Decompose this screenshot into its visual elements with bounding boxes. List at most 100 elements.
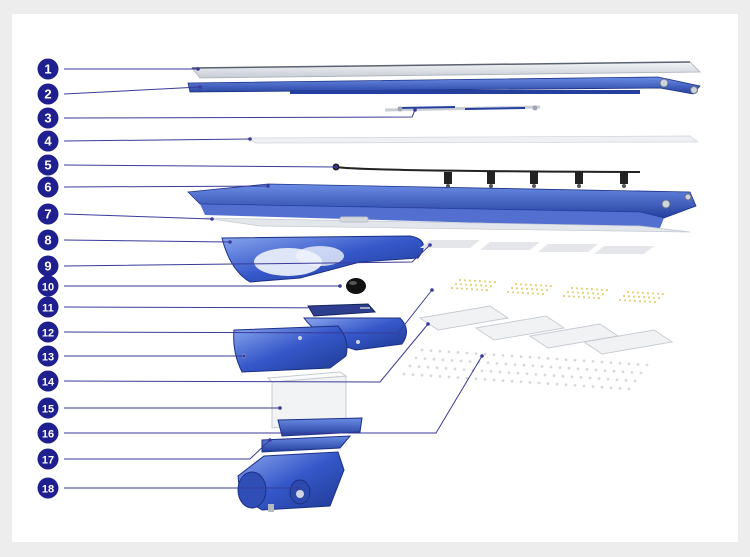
led-dot	[460, 287, 464, 290]
leader-end-dot-10	[338, 284, 342, 288]
leader-end-dot-15	[278, 406, 282, 410]
led-dot	[475, 288, 479, 291]
led-dot	[545, 289, 549, 292]
lens-dot	[456, 376, 460, 379]
led-dot	[489, 285, 493, 288]
led-dot	[622, 294, 626, 298]
part-cable-grommet	[346, 278, 366, 294]
led-dot	[459, 283, 463, 286]
led-dot	[514, 282, 518, 286]
led-dot	[541, 293, 545, 296]
leader-line-3	[63, 109, 416, 119]
led-dot	[581, 291, 585, 294]
callout-number: 7	[44, 207, 51, 222]
leader-line-12	[63, 289, 433, 334]
led-dot	[493, 281, 497, 284]
lens-dot	[495, 362, 499, 365]
led-dot	[525, 287, 529, 290]
leader-end-dot-11	[354, 306, 358, 310]
lens-dot	[510, 379, 514, 383]
part-led-chips	[450, 278, 665, 304]
lens-dot	[588, 376, 592, 380]
lens-dot	[570, 375, 574, 379]
leader-end-dot-14	[426, 322, 430, 326]
part-led-boards	[418, 305, 674, 355]
callout-number: 17	[42, 455, 54, 467]
lens-dot	[411, 373, 415, 376]
leader-line-4	[63, 138, 251, 142]
lens-dot	[519, 355, 523, 358]
lens-dot	[438, 375, 442, 378]
lens-dot	[537, 356, 541, 360]
lens-dot	[447, 350, 451, 354]
lens-dot	[519, 380, 523, 384]
led-dot	[454, 282, 458, 286]
lens-dot	[444, 367, 448, 370]
callout-badge-15: 15	[37, 397, 59, 419]
led-dot	[539, 284, 543, 287]
led-dot	[516, 291, 520, 294]
led-dot	[623, 299, 627, 302]
lens-dot	[597, 377, 601, 380]
lens-dot	[600, 360, 604, 364]
leader-end-dot-13	[242, 354, 246, 358]
lens-dot	[552, 374, 556, 377]
lens-dot	[576, 367, 580, 371]
callout-number: 16	[42, 429, 54, 441]
part-light-board	[204, 216, 691, 233]
leader-line-16	[64, 355, 483, 434]
callout-badge-1: 1	[37, 58, 59, 80]
part-thin-sheet	[246, 135, 700, 144]
led-dot	[636, 291, 640, 294]
led-dot	[657, 297, 661, 300]
lens-dot	[501, 379, 505, 382]
lens-dot	[603, 369, 607, 372]
led-dot	[519, 283, 523, 286]
leader-end-dot-8	[228, 240, 232, 244]
callout-badge-6: 6	[37, 176, 59, 198]
lens-dot	[612, 369, 616, 373]
callout-number: 4	[44, 134, 52, 149]
callout-badge-17: 17	[37, 448, 59, 470]
lens-dot	[636, 363, 640, 366]
part-bottom-plate	[277, 417, 363, 437]
lens-dot	[474, 352, 478, 355]
lens-dot	[432, 357, 436, 361]
leader-line-9	[63, 244, 431, 267]
led-dot	[592, 296, 596, 299]
led-dot	[576, 291, 580, 294]
led-dot	[590, 288, 594, 291]
led-dot	[572, 295, 576, 298]
part-glass-cover	[191, 61, 701, 79]
callout-number: 6	[44, 180, 51, 195]
callout-badge-10: 10	[37, 275, 59, 297]
lens-dot	[531, 364, 535, 368]
callout-badge-4: 4	[37, 130, 59, 152]
led-dot	[485, 289, 489, 292]
lens-dot	[450, 359, 454, 362]
lens-dot	[408, 364, 412, 368]
led-dot	[628, 299, 632, 302]
lens-dot	[564, 383, 568, 387]
lens-dot	[606, 377, 610, 381]
lens-dot	[486, 361, 490, 365]
led-dot	[600, 288, 604, 291]
led-dot	[570, 286, 574, 290]
led-dot	[601, 293, 605, 296]
led-dot	[480, 288, 484, 291]
led-dot	[463, 279, 467, 282]
led-dot	[549, 285, 553, 288]
led-dot	[638, 300, 642, 303]
led-dot	[506, 290, 510, 294]
led-dot	[534, 284, 538, 287]
led-dot	[631, 291, 635, 294]
leader-end-dot-3	[413, 108, 417, 112]
lens-dot	[579, 376, 583, 379]
lens-dot	[426, 365, 430, 369]
lens-dot	[615, 378, 619, 382]
led-dot	[642, 296, 646, 299]
lens-dot	[492, 378, 496, 382]
callout-number: 10	[42, 282, 54, 294]
lens-dot	[558, 366, 562, 369]
